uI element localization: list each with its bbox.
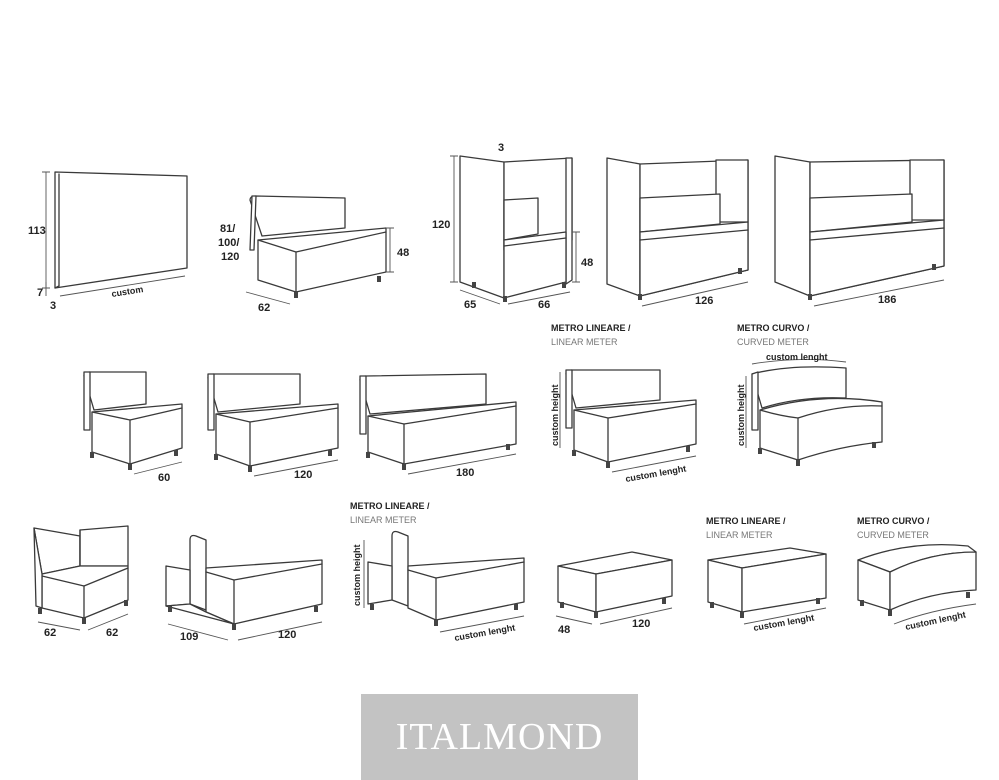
b2b-linear-height: custom height <box>352 544 362 606</box>
pouf-curved-subtitle: CURVED METER <box>857 530 929 540</box>
italmond-logo: ITALMOND <box>361 694 638 780</box>
b2b-linear-title: METRO LINEARE / <box>350 501 430 511</box>
booth-panel-thickness: 3 <box>498 142 504 154</box>
pouf-depth: 48 <box>558 624 570 636</box>
bench-with-back: 81/ 100/ 120 48 62 <box>218 195 409 314</box>
curved-meter-sofa: METRO CURVO / CURVED METER custom height… <box>736 323 883 466</box>
curved-height: custom height <box>736 384 746 446</box>
curved-title: METRO CURVO / <box>737 323 810 333</box>
panel-width-label: custom <box>111 284 144 299</box>
b2b-linear-subtitle: LINEAR METER <box>350 515 417 525</box>
booth-seat-height: 48 <box>581 257 593 269</box>
bench-seat-height: 48 <box>397 247 409 259</box>
sofa-180-width: 180 <box>456 467 474 479</box>
booth-height: 120 <box>432 219 450 231</box>
panel-height-label: 113 <box>28 225 46 237</box>
divider-panel: 113 7 3 custom <box>28 171 188 312</box>
sofa-120: 120 <box>207 373 339 481</box>
panel-thickness-label: 3 <box>50 300 56 312</box>
pouf-curved-title: METRO CURVO / <box>857 516 930 526</box>
b2b-width: 120 <box>278 629 296 641</box>
b2b-depth: 109 <box>180 631 198 643</box>
bench-height-3: 120 <box>221 251 239 263</box>
bench-depth: 62 <box>258 302 270 314</box>
corner-depth-right: 62 <box>106 627 118 639</box>
pouf-linear-length: custom lenght <box>753 612 815 633</box>
pouf-linear-title: METRO LINEARE / <box>706 516 786 526</box>
pouf-curved-meter: METRO CURVO / CURVED METER custom lenght <box>857 516 977 632</box>
b2b-linear-length: custom lenght <box>454 622 516 643</box>
bench-height-2: 100/ <box>218 237 239 249</box>
b2b-linear-meter: METRO LINEARE / LINEAR METER custom heig… <box>350 501 525 643</box>
booth-width: 66 <box>538 299 550 311</box>
pouf-linear-subtitle: LINEAR METER <box>706 530 773 540</box>
bench-height-1: 81/ <box>220 223 235 235</box>
linear-meter-sofa: METRO LINEARE / LINEAR METER custom heig… <box>550 323 697 484</box>
pouf-width: 120 <box>632 618 650 630</box>
curved-length: custom lenght <box>766 352 828 362</box>
booth-single: 3 120 48 65 66 <box>432 142 593 311</box>
chair-width: 60 <box>158 472 170 484</box>
linear-height: custom height <box>550 384 560 446</box>
pouf-linear-meter: METRO LINEARE / LINEAR METER custom leng… <box>706 516 827 633</box>
pouf-curved-length: custom lenght <box>904 609 966 632</box>
booth-double-width: 126 <box>695 295 713 307</box>
booth-triple: 186 <box>774 155 945 307</box>
curved-subtitle: CURVED METER <box>737 337 809 347</box>
sofa-120-width: 120 <box>294 469 312 481</box>
sofa-180: 180 <box>359 373 517 479</box>
booth-double: 126 <box>606 157 749 307</box>
logo-text: ITALMOND <box>395 716 604 758</box>
linear-subtitle: LINEAR METER <box>551 337 618 347</box>
booth-triple-width: 186 <box>878 294 896 306</box>
linear-length: custom lenght <box>625 463 687 484</box>
armless-chair: 60 <box>83 371 183 484</box>
panel-base-label: 7 <box>37 287 43 299</box>
corner-chair: 62 62 <box>33 525 129 639</box>
pouf-bench: 48 120 <box>555 551 673 636</box>
linear-title: METRO LINEARE / <box>551 323 631 333</box>
back-to-back-sofa: 109 120 <box>165 534 323 643</box>
corner-depth-left: 62 <box>44 627 56 639</box>
booth-depth: 65 <box>464 299 476 311</box>
